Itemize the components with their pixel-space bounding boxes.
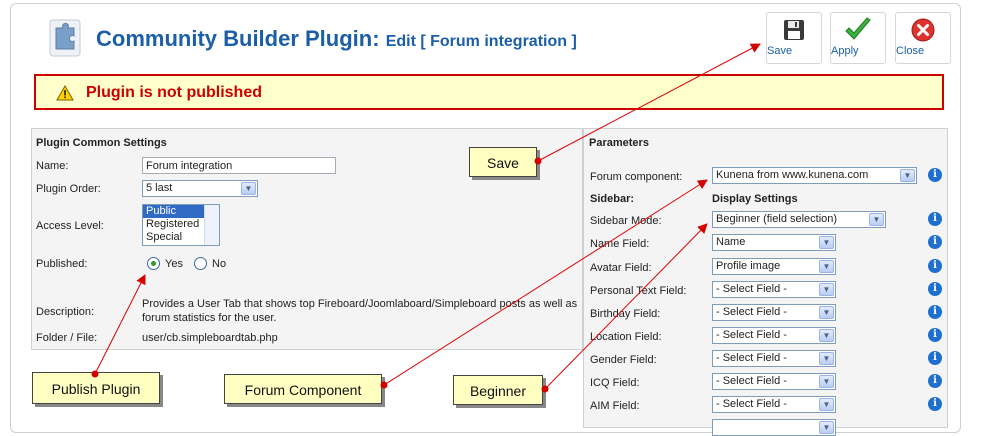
close-button[interactable]: Close [895,12,951,64]
callout-beginner: Beginner [453,375,543,405]
icq-field-value: - Select Field - [716,375,787,387]
common-settings-heading: Plugin Common Settings [36,137,167,149]
unpublished-notice: Plugin is not published [34,74,944,110]
name-input[interactable] [142,157,336,174]
access-level-listbox[interactable]: Public Registered Special [142,204,220,246]
apply-label: Apply [831,45,859,57]
page-title: Community Builder Plugin: Edit [ Forum i… [96,26,577,52]
aim-field-select[interactable]: - Select Field - ▼ [712,396,836,413]
gender-field-value: - Select Field - [716,352,787,364]
info-icon[interactable]: i [928,328,942,342]
forum-component-value: Kunena from www.kunena.com [716,169,869,181]
listbox-scrollbar[interactable] [204,205,219,245]
location-field-select[interactable]: - Select Field - ▼ [712,327,836,344]
next-field-select[interactable]: ▼ [712,419,836,436]
display-settings-label: Display Settings [712,193,798,205]
info-icon[interactable]: i [928,282,942,296]
callout-save: Save [469,147,537,177]
personal-text-field-select[interactable]: - Select Field - ▼ [712,281,836,298]
page-title-main: Community Builder Plugin: [96,26,380,51]
icq-field-select[interactable]: - Select Field - ▼ [712,373,836,390]
close-label: Close [896,45,925,57]
name-field-select[interactable]: Name ▼ [712,234,836,251]
info-icon[interactable]: i [928,235,942,249]
floppy-disk-icon [784,20,804,40]
chevron-down-icon: ▼ [819,421,834,434]
checkmark-icon [845,17,871,40]
avatar-field-value: Profile image [716,260,781,272]
personal-text-field-value: - Select Field - [716,283,787,295]
avatar-field-label: Avatar Field: [590,262,652,274]
folder-file-label: Folder / File: [36,332,98,344]
published-no-label: No [212,258,227,270]
info-icon[interactable]: i [928,259,942,273]
plugin-order-label: Plugin Order: [36,183,101,195]
page-title-sub: Edit [ Forum integration ] [385,33,577,50]
chevron-down-icon: ▼ [819,398,834,411]
sidebar-mode-value: Beginner (field selection) [716,213,838,225]
chevron-down-icon: ▼ [819,283,834,296]
parameters-panel: Parameters Forum component: Kunena from … [583,128,948,436]
name-label: Name: [36,160,69,172]
aim-field-value: - Select Field - [716,398,787,410]
folder-file-value: user/cb.simpleboardtab.php [142,332,278,344]
access-option-registered[interactable]: Registered [146,218,200,230]
access-option-public[interactable]: Public [143,205,219,218]
published-no-radio[interactable] [194,257,207,270]
gender-field-select[interactable]: - Select Field - ▼ [712,350,836,367]
icq-field-label: ICQ Field: [590,377,640,389]
description-label: Description: [36,306,95,318]
published-label: Published: [36,258,88,270]
plugin-order-value: 5 last [146,182,173,194]
birthday-field-value: - Select Field - [716,306,787,318]
description-text: Provides a User Tab that shows top Fireb… [142,298,578,324]
callout-publish-plugin: Publish Plugin [32,372,160,404]
chevron-down-icon: ▼ [819,260,834,273]
birthday-field-select[interactable]: - Select Field - ▼ [712,304,836,321]
chevron-down-icon: ▼ [819,375,834,388]
info-icon[interactable]: i [928,351,942,365]
sidebar-mode-label: Sidebar Mode: [590,215,662,227]
info-icon[interactable]: i [928,374,942,388]
name-field-value: Name [716,236,746,248]
gender-field-label: Gender Field: [590,354,657,366]
sidebar-mode-select[interactable]: Beginner (field selection) ▼ [712,211,886,228]
plugin-puzzle-icon [48,18,82,58]
aim-field-label: AIM Field: [590,400,640,412]
published-yes-label: Yes [165,258,183,270]
chevron-down-icon: ▼ [819,352,834,365]
chevron-down-icon: ▼ [869,213,884,226]
info-icon[interactable]: i [928,397,942,411]
save-label: Save [767,45,793,57]
close-icon [911,18,935,42]
location-field-label: Location Field: [590,331,662,343]
info-icon[interactable]: i [928,305,942,319]
warning-icon [56,85,74,101]
chevron-down-icon: ▼ [819,329,834,342]
access-option-special[interactable]: Special [146,231,183,243]
sidebar-label: Sidebar: [590,193,635,205]
save-button[interactable]: Save [766,12,822,64]
info-icon[interactable]: i [928,168,942,182]
parameters-heading: Parameters [589,137,649,149]
forum-component-select[interactable]: Kunena from www.kunena.com ▼ [712,167,917,184]
chevron-down-icon: ▼ [241,182,256,195]
access-level-label: Access Level: [36,220,104,232]
apply-button[interactable]: Apply [830,12,886,64]
published-yes-radio[interactable] [147,257,160,270]
chevron-down-icon: ▼ [900,169,915,182]
name-field-label: Name Field: [590,238,650,250]
personal-text-field-label: Personal Text Field: [590,285,687,297]
avatar-field-select[interactable]: Profile image ▼ [712,258,836,275]
birthday-field-label: Birthday Field: [590,308,661,320]
notice-text: Plugin is not published [86,84,262,101]
chevron-down-icon: ▼ [819,306,834,319]
plugin-order-select[interactable]: 5 last ▼ [142,180,258,197]
callout-forum-component: Forum Component [224,374,382,404]
chevron-down-icon: ▼ [819,236,834,249]
forum-component-label: Forum component: [590,171,683,183]
info-icon[interactable]: i [928,212,942,226]
location-field-value: - Select Field - [716,329,787,341]
